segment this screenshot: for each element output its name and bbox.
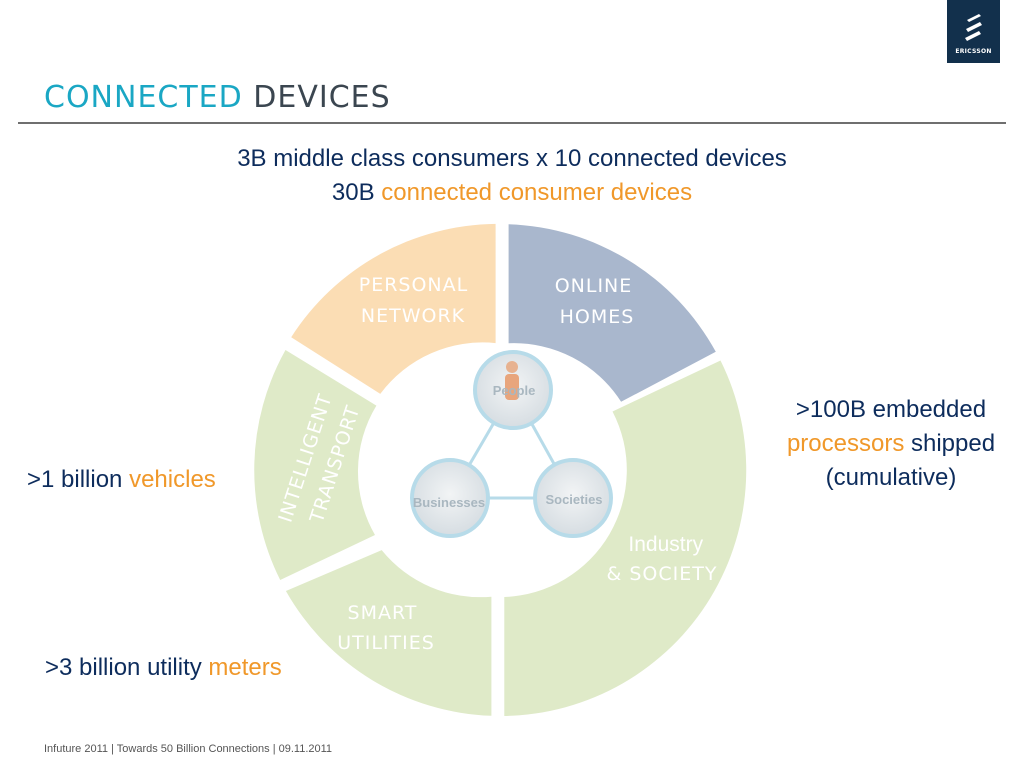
- title-word-connected: CONNECTED: [44, 80, 243, 115]
- segment-smart-utilities: [285, 550, 492, 716]
- headline-count: 30B: [331, 179, 375, 206]
- node-businesses: Businesses: [410, 458, 490, 538]
- segment-online-homes: [508, 224, 716, 402]
- stat-processors: >100B embedded processors shipped (cumul…: [760, 393, 1022, 495]
- svg-text:Societies: Societies: [545, 492, 602, 507]
- label-industry-society: Industry & SOCIETY: [607, 533, 718, 585]
- person-figure-icon: [506, 361, 518, 373]
- stat-processors-line-1: >100B embedded: [795, 396, 987, 423]
- segment-industry-society: [504, 360, 747, 716]
- label-online-homes: ONLINE HOMES: [555, 275, 640, 328]
- svg-text:People: People: [493, 383, 536, 398]
- stat-meters: >3 billion utility meters: [45, 654, 282, 682]
- title-divider: [18, 122, 1006, 124]
- svg-text:Businesses: Businesses: [413, 495, 485, 510]
- stat-vehicles-count: >1 billion: [27, 466, 123, 493]
- headline-text-1: 3B middle class consumers x 10 connected…: [237, 145, 787, 172]
- ericsson-logo: ERICSSON: [947, 0, 1000, 63]
- node-people: People: [473, 350, 553, 430]
- title-word-devices: DEVICES: [253, 80, 391, 115]
- headline-line-2: 30B connected consumer devices: [0, 179, 1024, 207]
- node-societies: Societies: [533, 458, 613, 538]
- slide-footer: Infuture 2011 | Towards 50 Billion Conne…: [44, 743, 333, 755]
- headline-line-1: 3B middle class consumers x 10 connected…: [0, 145, 1024, 173]
- label-smart-utilities: SMART UTILITIES: [337, 602, 435, 654]
- headline-highlight: connected consumer devices: [381, 179, 693, 206]
- stat-processors-line-2: processors shipped: [760, 427, 1022, 461]
- stat-vehicles: >1 billion vehicles: [27, 466, 216, 494]
- logo-wordmark: ERICSSON: [955, 48, 992, 55]
- stat-processors-suffix: shipped: [904, 430, 996, 457]
- slide-title: CONNECTED DEVICES: [44, 80, 391, 115]
- stat-processors-highlight: processors: [786, 430, 905, 457]
- stat-processors-line-3: (cumulative): [825, 464, 957, 491]
- stat-meters-count: >3 billion utility: [45, 654, 202, 681]
- segment-intelligent-transport: [254, 350, 377, 580]
- segment-personal-network: [291, 223, 496, 394]
- ericsson-mark-icon: [965, 14, 982, 41]
- label-personal-network: PERSONAL NETWORK: [359, 274, 476, 327]
- stat-vehicles-highlight: vehicles: [129, 466, 216, 493]
- stat-meters-highlight: meters: [208, 654, 282, 681]
